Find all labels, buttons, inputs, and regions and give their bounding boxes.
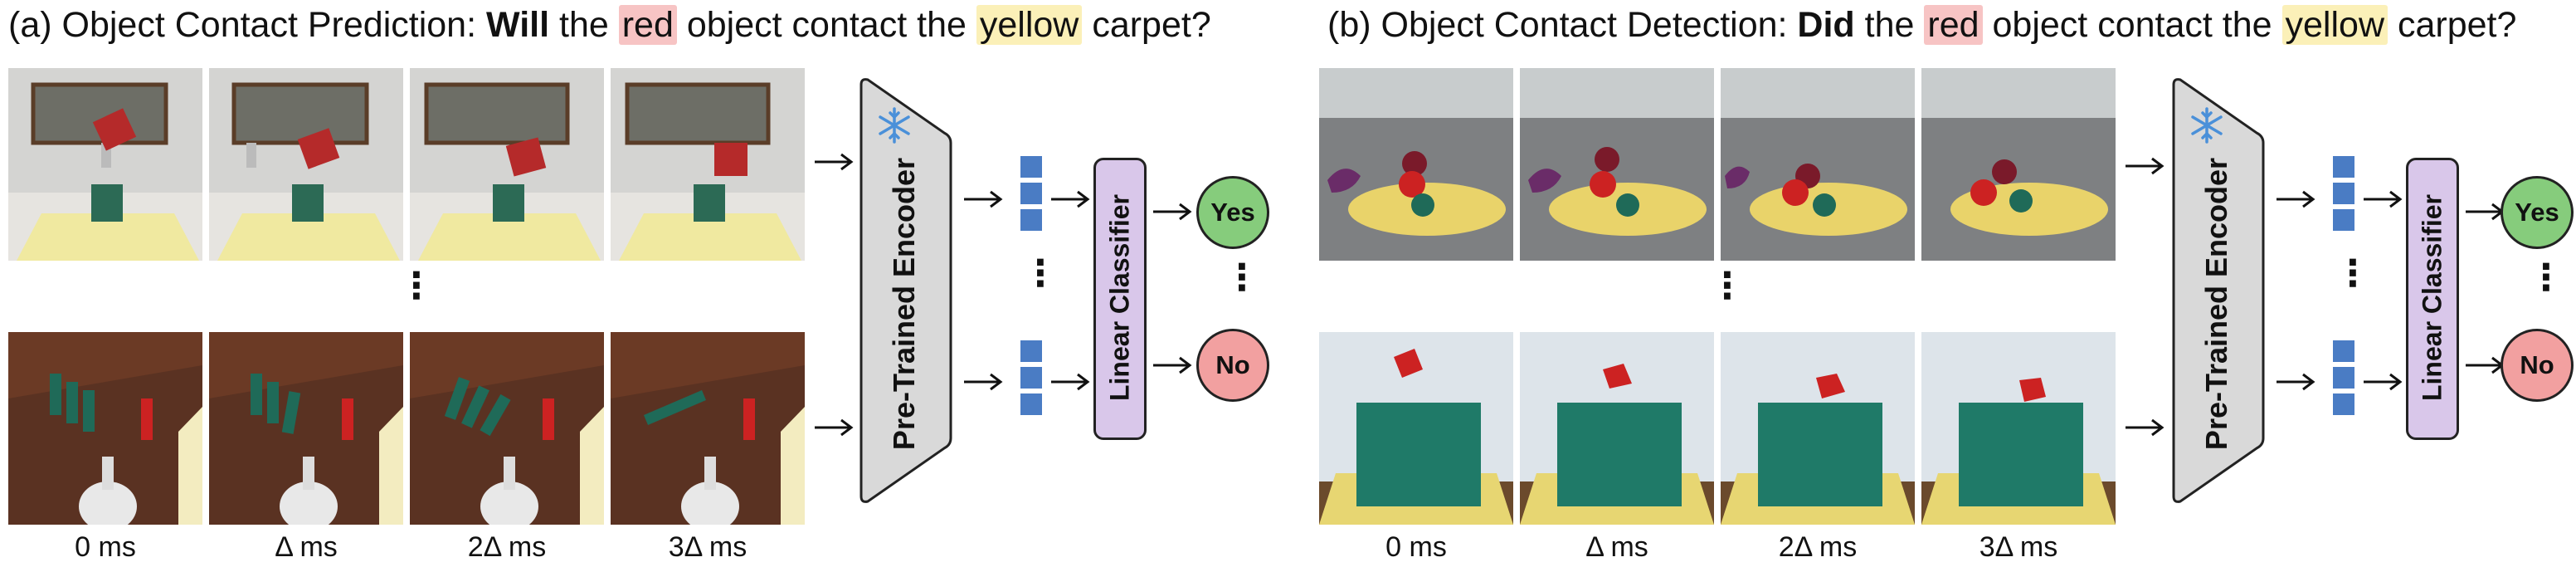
arrow-icon [2126,418,2165,437]
snowflake-icon [2191,107,2223,144]
time-label-2: 2Δ ms [1778,531,1858,563]
panel-contact-prediction: (a) Object Contact Prediction: Will the … [8,2,1269,563]
frame-a-top-1 [209,68,403,261]
arrow-icon [2126,157,2165,175]
linear-classifier [2406,158,2459,440]
frame-b-bottom-0 [1319,332,1513,525]
linear-classifier [1093,158,1147,440]
arrow-icon [2364,190,2403,208]
panel-b-title: (b) Object Contact Detection: Did the re… [1327,2,2516,48]
pretrained-encoder [855,75,954,506]
title-middle: object contact the [686,5,967,45]
frame-a-top-3 [611,68,805,261]
feature-vector [2333,156,2354,236]
yes-output: Yes [1196,176,1269,249]
arrow-icon [1153,203,1192,221]
vertical-ellipsis: ⋮ [1022,253,1059,294]
encoder-label: Pre-Trained Encoder [2199,157,2233,451]
no-output: No [1196,329,1269,402]
title-word: the [1864,5,1915,45]
time-label-0: 0 ms [1385,531,1447,563]
arrow-icon [964,190,1003,208]
time-label-1: Δ ms [1585,531,1648,563]
vertical-ellipsis: ⋮ [398,266,435,306]
vertical-ellipsis: ⋮ [1709,266,1746,306]
title-word: the [559,5,609,45]
arrow-icon [1051,373,1090,391]
frame-a-bottom-2 [410,332,604,525]
arrow-icon [964,373,1003,391]
arrow-icon [815,418,854,437]
classifier-label: Linear Classifier [2417,194,2447,401]
frame-b-top-0 [1319,68,1513,261]
frame-b-top-1 [1520,68,1714,261]
arrow-icon [1153,356,1192,374]
arrow-icon [2466,356,2505,374]
title-middle: object contact the [1992,5,2272,45]
title-prefix: (b) Object Contact Detection: [1327,5,1788,45]
time-label-1: Δ ms [275,531,338,563]
frame-a-top-0 [8,68,202,261]
arrow-icon [2364,373,2403,391]
arrow-icon [2277,190,2315,208]
arrow-icon [1051,190,1090,208]
time-label-2: 2Δ ms [467,531,547,563]
time-label-3: 3Δ ms [668,531,747,563]
title-end: carpet? [1092,5,1211,45]
frame-b-bottom-3 [1921,332,2116,525]
frame-b-top-2 [1721,68,1915,261]
title-red-highlight: red [618,5,677,45]
feature-vector [1020,156,1042,236]
frame-a-bottom-3 [611,332,805,525]
encoder-label: Pre-Trained Encoder [887,157,921,451]
title-yellow-highlight: yellow [976,5,1083,45]
title-red-highlight: red [1924,5,1983,45]
pretrained-encoder [2167,75,2267,506]
frame-b-top-3 [1921,68,2116,261]
panel-a-title: (a) Object Contact Prediction: Will the … [8,2,1211,48]
time-label-3: 3Δ ms [1979,531,2058,563]
frame-b-bottom-2 [1721,332,1915,525]
title-prefix: (a) Object Contact Prediction: [8,5,477,45]
no-output: No [2501,329,2574,402]
feature-vector [1020,340,1042,420]
title-bold-word: Did [1797,5,1855,45]
arrow-icon [2466,203,2505,221]
feature-vector [2333,340,2354,420]
arrow-icon [2277,373,2315,391]
snowflake-icon [879,107,910,144]
vertical-ellipsis: ⋮ [2528,257,2564,298]
frame-a-top-2 [410,68,604,261]
frame-a-bottom-1 [209,332,403,525]
arrow-icon [815,153,854,171]
vertical-ellipsis: ⋮ [1224,257,1260,298]
title-end: carpet? [2397,5,2517,45]
frame-b-bottom-1 [1520,332,1714,525]
title-yellow-highlight: yellow [2281,5,2389,45]
title-bold-word: Will [485,5,550,45]
panel-contact-detection: (b) Object Contact Detection: Did the re… [1319,0,2576,567]
yes-output: Yes [2501,176,2574,249]
time-label-0: 0 ms [75,531,136,563]
classifier-label: Linear Classifier [1104,194,1135,401]
vertical-ellipsis: ⋮ [2335,253,2371,294]
frame-a-bottom-0 [8,332,202,525]
